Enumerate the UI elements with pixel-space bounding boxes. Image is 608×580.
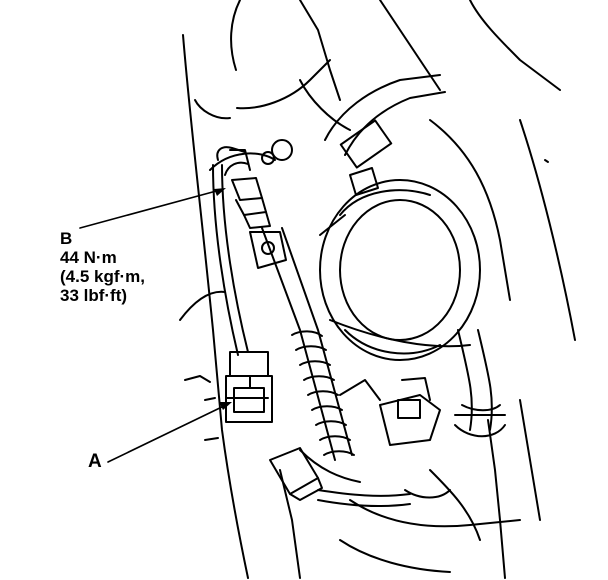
- sensor-harness-sleeve: [261, 227, 355, 461]
- mounting-bracket: [339, 377, 441, 446]
- callout-a-label: A: [88, 452, 102, 471]
- oxygen-sensor: [216, 146, 271, 229]
- engine-frame: [179, 0, 576, 579]
- round-canister: [319, 179, 481, 361]
- sensor-bracket: [249, 139, 293, 269]
- upper-hose: [324, 74, 446, 196]
- lower-connector: [269, 447, 451, 508]
- callout-b-label: B 44 N·m (4.5 kgf·m, 33 lbf·ft): [60, 229, 145, 305]
- callout-b-letter: B: [60, 229, 73, 248]
- torque-lbfft: 33 lbf·ft): [60, 286, 128, 305]
- torque-kgfm: (4.5 kgf·m,: [60, 267, 146, 286]
- torque-nm: 44 N·m: [60, 248, 117, 267]
- leader-lines: [79, 188, 232, 463]
- lower-hose: [454, 329, 506, 438]
- callout-a-letter: A: [88, 451, 102, 472]
- detail-marks: [184, 375, 219, 441]
- connector-a: [225, 351, 273, 423]
